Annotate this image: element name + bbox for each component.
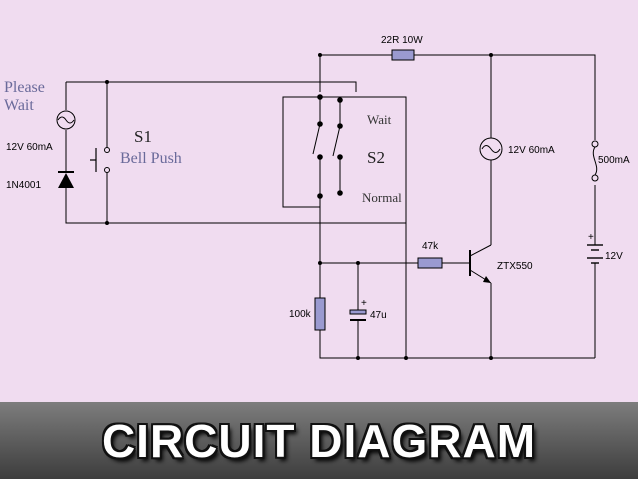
label-cap: 47u — [370, 310, 387, 321]
battery-icon: + — [587, 232, 603, 270]
label-transistor: ZTX550 — [497, 261, 533, 272]
resistor-22r-icon — [391, 49, 415, 61]
label-bell-push: Bell Push — [120, 150, 182, 167]
label-s1: S1 — [134, 127, 152, 146]
diode-icon — [58, 171, 74, 188]
bell-push-switch-icon — [90, 147, 110, 173]
junction-dots — [105, 53, 493, 360]
label-r-base: 47k — [422, 241, 439, 252]
lamp-left-icon — [56, 110, 76, 130]
svg-text:+: + — [361, 298, 367, 309]
label-fuse: 500mA — [598, 155, 630, 166]
label-s2: S2 — [367, 148, 385, 167]
fuse-icon — [591, 140, 599, 182]
label-r-low: 100k — [289, 309, 312, 320]
label-please: Please — [4, 79, 45, 96]
label-lamp-left: 12V 60mA — [6, 142, 53, 153]
circuit-schematic: + + — [4, 35, 630, 360]
resistor-47k-icon — [417, 257, 443, 269]
resistor-100k-icon — [314, 297, 326, 331]
label-lamp-right: 12V 60mA — [508, 145, 555, 156]
transistor-icon — [469, 244, 492, 284]
relay-switch-contacts-icon — [317, 94, 343, 199]
slide-title: CIRCUIT DIAGRAM — [101, 414, 537, 467]
label-battery: 12V — [605, 251, 623, 262]
label-resistor-top: 22R 10W — [381, 35, 423, 46]
capacitor-icon: + — [349, 298, 367, 325]
label-wait-left: Wait — [4, 97, 34, 114]
title-bar — [0, 402, 638, 479]
wires — [65, 54, 596, 359]
label-normal: Normal — [362, 190, 402, 205]
label-diode: 1N4001 — [6, 180, 41, 191]
lamp-right-icon — [479, 137, 503, 161]
label-wait-right: Wait — [367, 112, 392, 127]
svg-text:+: + — [588, 232, 594, 243]
